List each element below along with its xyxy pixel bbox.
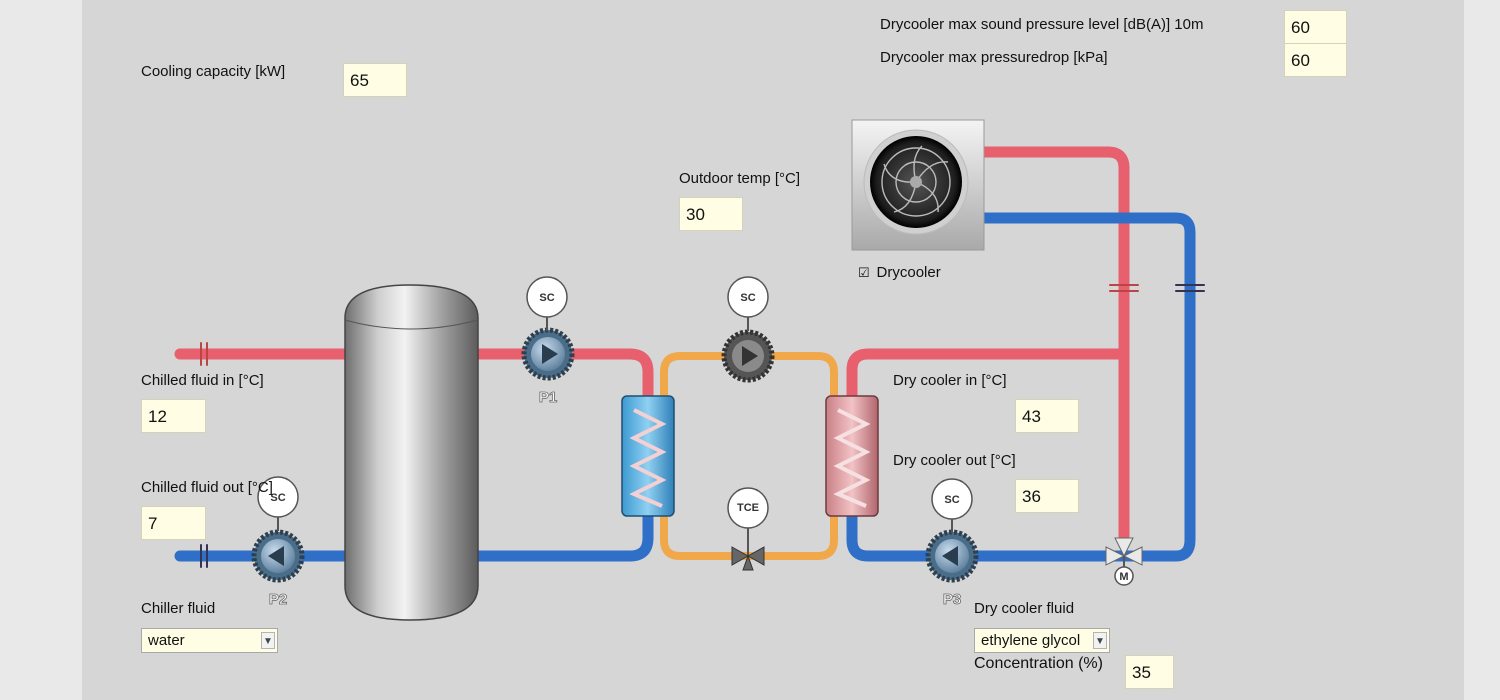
pump-label-p2: P2	[269, 591, 287, 608]
drycooler-unit	[851, 119, 985, 251]
chiller-fluid-select[interactable]: water ▼	[141, 628, 278, 653]
chevron-down-icon[interactable]: ▼	[261, 632, 275, 649]
cooling-capacity-label: Cooling capacity [kW]	[141, 63, 286, 80]
chiller-fluid-value: water	[148, 632, 185, 649]
pump-label-p3: P3	[943, 591, 961, 608]
chevron-down-icon[interactable]: ▼	[1093, 632, 1107, 649]
chilled-fluid-out-label: Chilled fluid out [°C]	[141, 479, 273, 496]
dry-cooler-out-input[interactable]: 36	[1015, 479, 1079, 513]
outdoor-temp-label: Outdoor temp [°C]	[679, 170, 801, 187]
sc-sensor-p3: SC	[931, 478, 973, 533]
drycooler-pressuredrop-label: Drycooler max pressuredrop [kPa]	[880, 49, 1108, 66]
dry-hot-pipe	[846, 348, 1128, 404]
chilled-fluid-in-label: Chilled fluid in [°C]	[141, 372, 264, 389]
tce-label: TCE	[737, 502, 759, 514]
pipe-flanges	[200, 284, 1205, 568]
chilled-fluid-out-input[interactable]: 7	[141, 506, 206, 540]
tank-hot-out-pipe	[460, 348, 654, 404]
sc-sensor-p2: SC	[257, 476, 299, 531]
drycooler-checkbox[interactable]: ☑ Drycooler	[858, 264, 941, 281]
motor-label: M	[1119, 571, 1128, 583]
dry-hot-riser	[976, 146, 1130, 546]
drycooler-sound-input[interactable]: 60	[1284, 10, 1347, 44]
sc-sensor-intermediate: SC	[727, 276, 769, 331]
pump-intermediate[interactable]	[721, 329, 775, 383]
dry-cold-pipe	[846, 212, 1196, 562]
chilled-fluid-in-input[interactable]: 12	[141, 399, 206, 433]
heat-exchanger-drycooler-side	[825, 395, 879, 517]
svg-text:SC: SC	[944, 494, 959, 506]
tank-cold-return-pipe	[460, 508, 654, 562]
tce-control-valve: TCE	[727, 487, 769, 571]
dry-cooler-in-label: Dry cooler in [°C]	[893, 372, 1007, 389]
drycooler-sound-label: Drycooler max sound pressure level [dB(A…	[880, 16, 1204, 33]
checkbox-checked-icon[interactable]: ☑	[858, 265, 870, 280]
chiller-fluid-label: Chiller fluid	[141, 600, 216, 617]
outdoor-temp-input[interactable]: 30	[679, 197, 743, 231]
pump-p3[interactable]: P3	[925, 529, 979, 608]
pump-p1[interactable]: P1	[521, 327, 575, 406]
drycooler-pressuredrop-input[interactable]: 60	[1284, 43, 1347, 77]
svg-text:SC: SC	[539, 292, 554, 304]
cooling-capacity-input[interactable]: 65	[343, 63, 407, 97]
svg-text:SC: SC	[270, 492, 285, 504]
dry-cooler-fluid-label: Dry cooler fluid	[974, 600, 1075, 617]
heat-exchanger-chiller-side	[621, 395, 675, 517]
pump-label-p1: P1	[539, 389, 557, 406]
buffer-tank	[344, 284, 479, 621]
svg-text:SC: SC	[740, 292, 755, 304]
sc-sensor-p1: SC	[526, 276, 568, 331]
mixing-valve-motor: M	[1105, 537, 1143, 586]
drycooler-checkbox-label: Drycooler	[876, 264, 941, 281]
pump-p2[interactable]: P2	[251, 529, 305, 608]
concentration-input[interactable]: 35	[1125, 655, 1174, 689]
dry-cooler-fluid-value: ethylene glycol	[981, 632, 1081, 649]
dry-cooler-in-input[interactable]: 43	[1015, 399, 1079, 433]
concentration-label: Concentration (%)	[974, 655, 1103, 672]
dry-cooler-fluid-select[interactable]: ethylene glycol ▼	[974, 628, 1110, 653]
dry-cooler-out-label: Dry cooler out [°C]	[893, 452, 1016, 469]
